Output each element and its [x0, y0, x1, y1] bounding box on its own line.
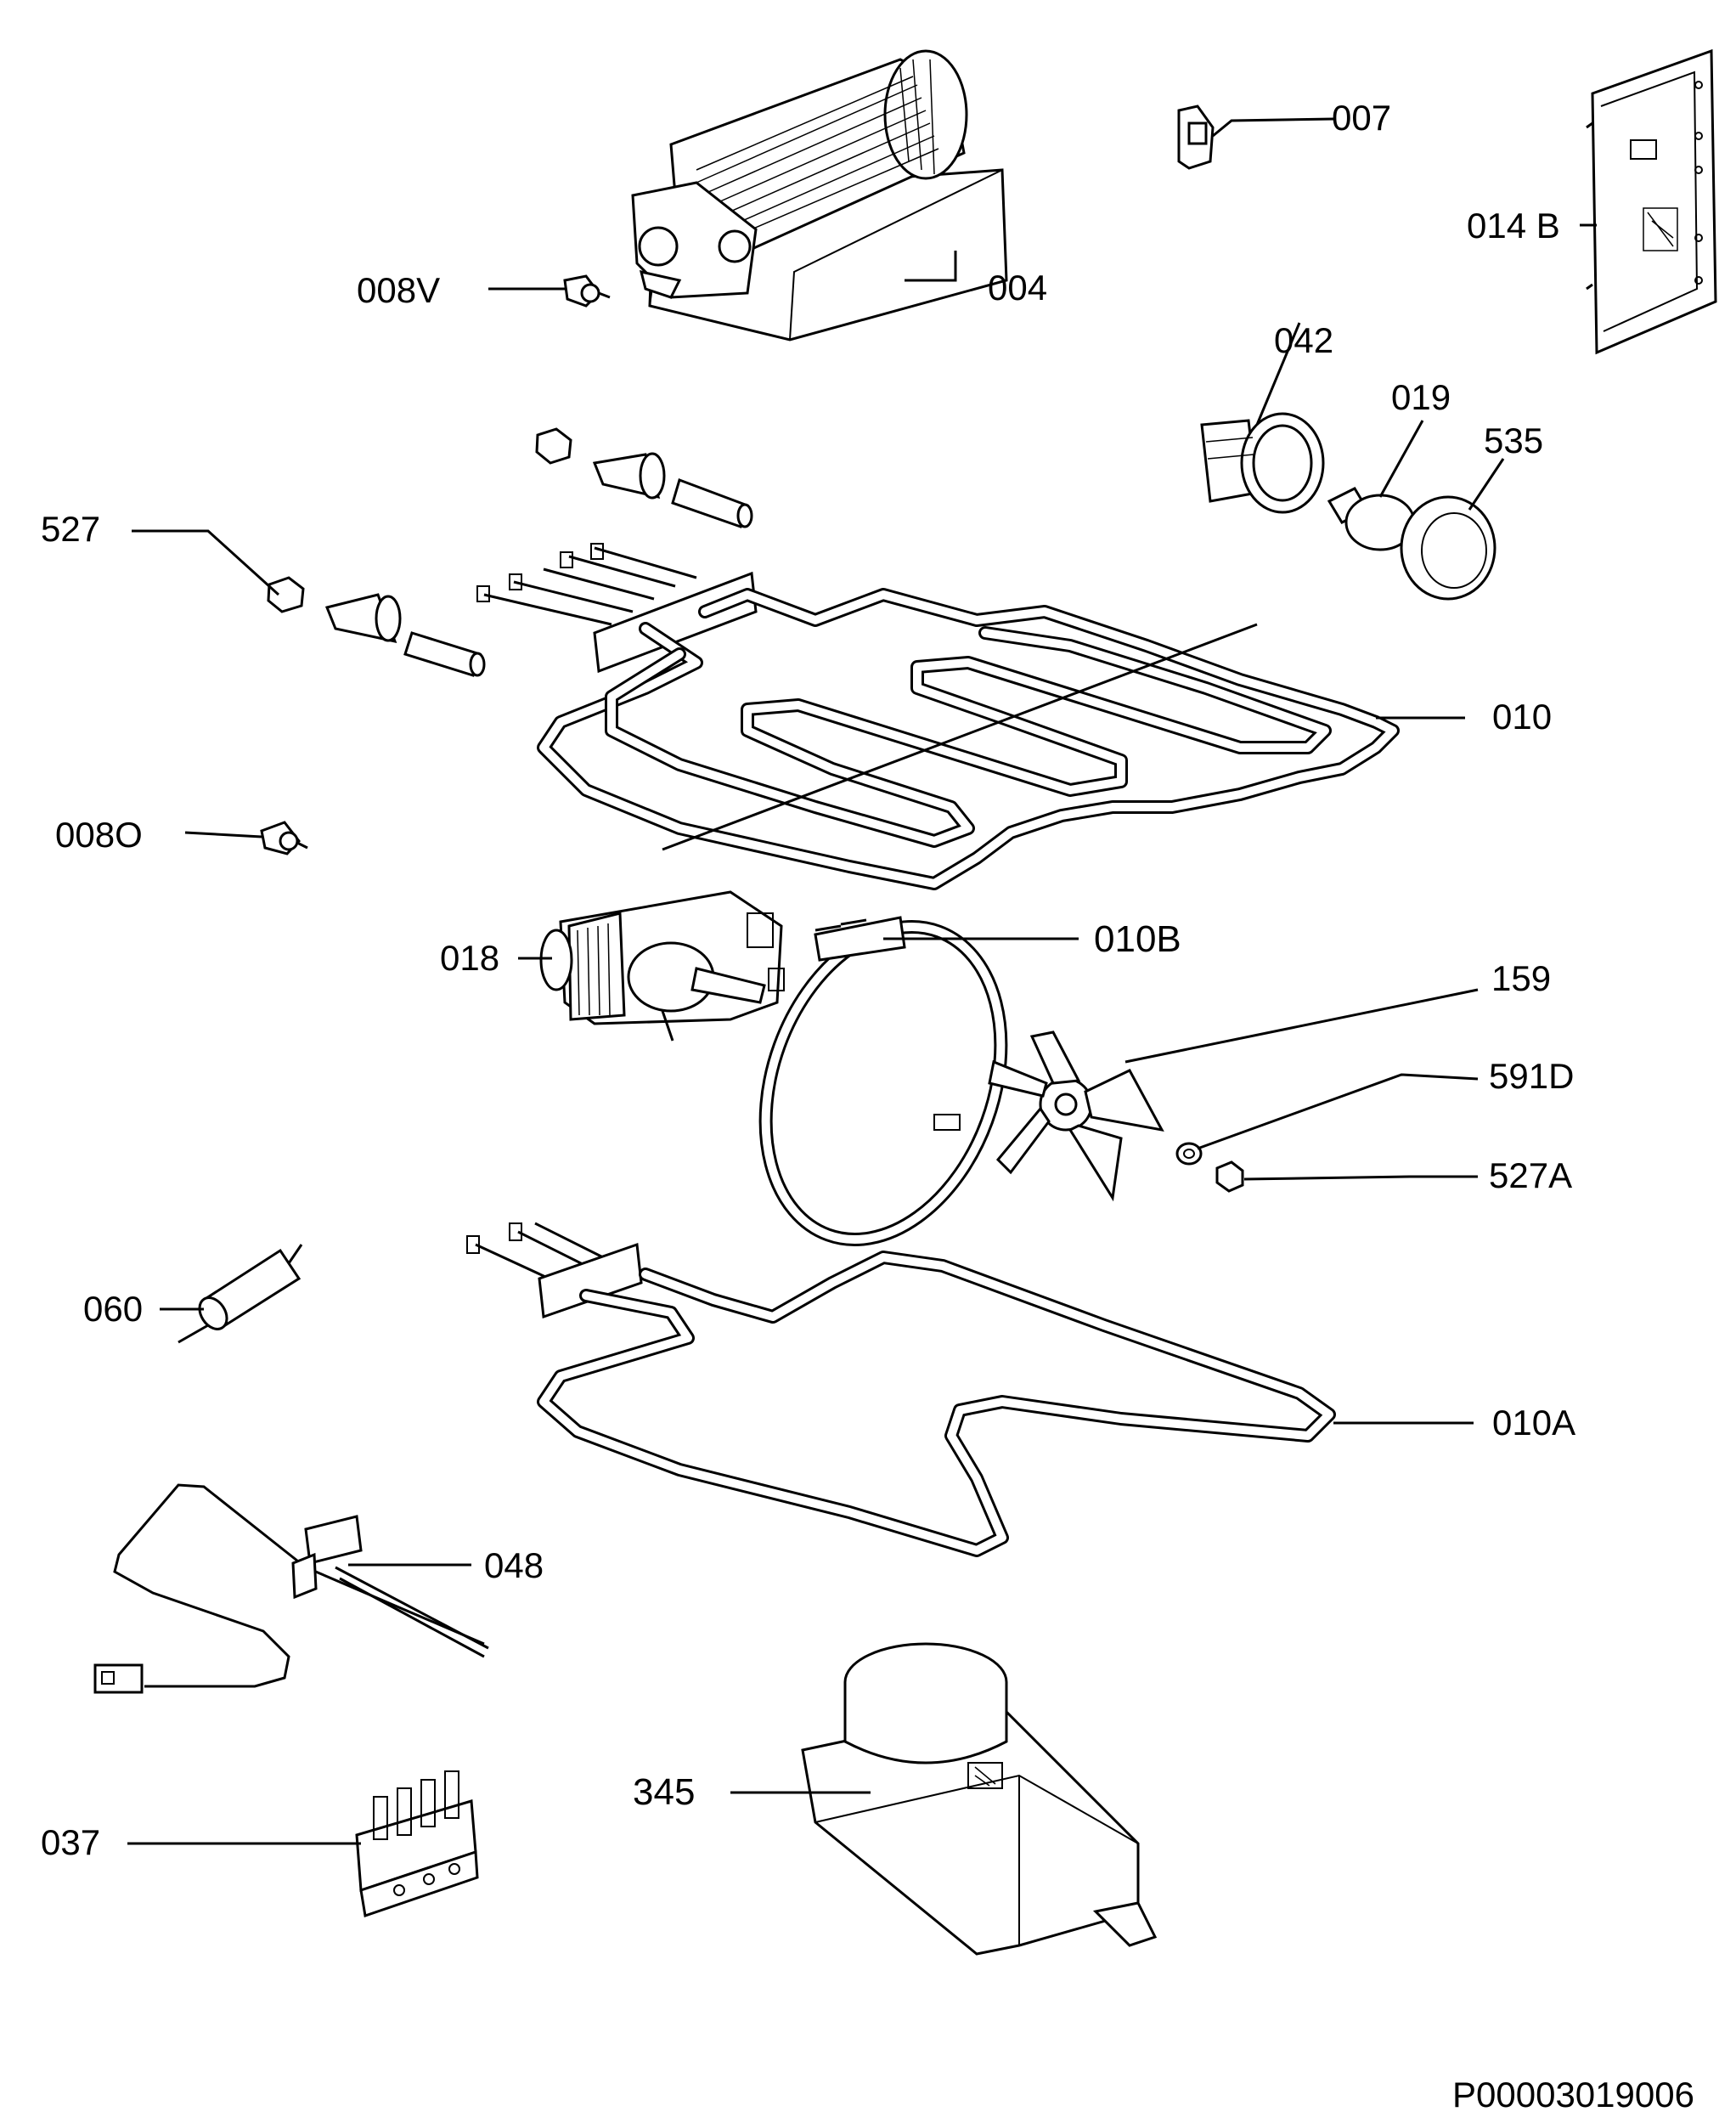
- diagram-code: P00003019006: [1452, 2075, 1694, 2115]
- label-018: 018: [440, 938, 499, 978]
- label-527a: 527A: [1489, 1155, 1572, 1195]
- heater-fan-assembly-drawing: [631, 49, 1008, 342]
- label-159: 159: [1491, 958, 1551, 998]
- fan-nut-drawing: [1215, 1160, 1244, 1193]
- lamp-holder-drawing: [1200, 412, 1325, 514]
- temperature-sensor-drawing: [93, 1483, 489, 1694]
- circuit-board-drawing: [1586, 48, 1717, 355]
- label-591d: 591D: [1489, 1056, 1574, 1096]
- nut-insulator-set-1-drawing: [535, 427, 753, 528]
- label-004: 004: [988, 268, 1047, 308]
- lamp-bulb-drawing: [1327, 487, 1416, 551]
- label-048: 048: [484, 1545, 544, 1585]
- label-527: 527: [41, 509, 100, 549]
- nut-insulator-set-2-drawing: [267, 576, 486, 677]
- label-010b: 010B: [1094, 918, 1181, 960]
- thermostat-fan-drawing: [563, 274, 611, 308]
- part-labels: 007 004 008V 014 B 042 019 535 527 010 0…: [41, 98, 1694, 2115]
- label-019: 019: [1391, 377, 1451, 417]
- label-535: 535: [1484, 421, 1543, 460]
- label-042: 042: [1274, 320, 1333, 360]
- lower-heating-element-drawing: [466, 1222, 1336, 1557]
- label-008o: 008O: [55, 815, 143, 855]
- label-037: 037: [41, 1822, 100, 1862]
- label-010a: 010A: [1492, 1403, 1575, 1443]
- label-008v: 008V: [357, 270, 440, 310]
- lamp-cover-drawing: [1400, 495, 1496, 601]
- terminal-block-drawing: [355, 1770, 479, 1917]
- label-345: 345: [633, 1771, 695, 1813]
- thermostat-oven-drawing: [260, 821, 308, 855]
- label-060: 060: [83, 1289, 143, 1329]
- switch-small-drawing: [1177, 104, 1215, 170]
- fan-blade-drawing: [988, 1030, 1164, 1202]
- label-014b: 014 B: [1467, 206, 1560, 246]
- capacitor-drawing: [178, 1244, 303, 1344]
- timer-drawing: [801, 1642, 1158, 1956]
- label-007: 007: [1332, 98, 1391, 138]
- washer-drawing: [1175, 1142, 1203, 1166]
- upper-heating-element-drawing: [476, 543, 1400, 890]
- fan-motor-drawing: [539, 890, 785, 1042]
- label-010: 010: [1492, 697, 1552, 737]
- leader-lines: [127, 117, 1597, 1845]
- circular-element-drawing: [758, 916, 1008, 1246]
